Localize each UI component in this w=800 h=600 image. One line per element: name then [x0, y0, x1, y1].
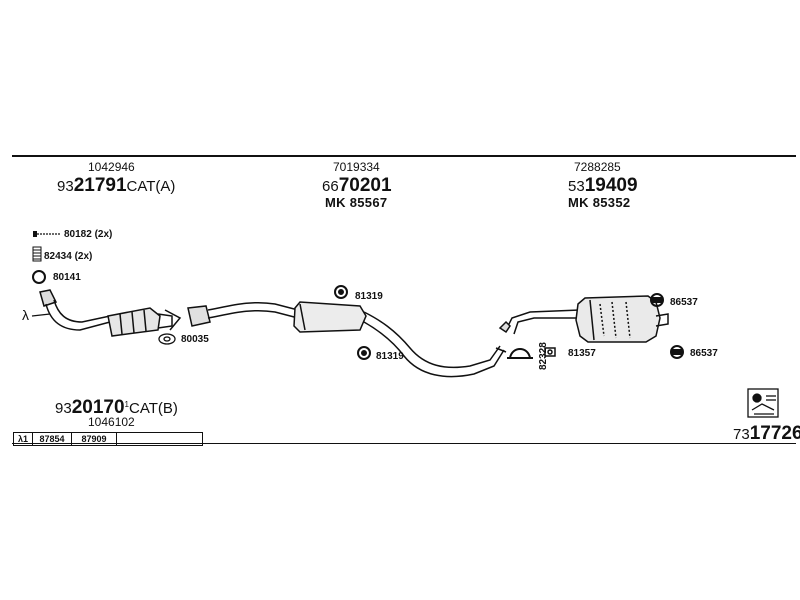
pipe-clamp-icon — [507, 348, 533, 359]
catalyst-b-prefix: 93 — [55, 400, 72, 417]
group1-prefix: 93 — [57, 178, 74, 195]
label-80141: 80141 — [53, 272, 81, 283]
group2-mk: MK 85567 — [325, 195, 388, 210]
group2-prefix: 66 — [322, 178, 339, 195]
group2-ref: 7019334 — [333, 160, 380, 174]
label-82328: 82328 — [538, 342, 549, 370]
label-81319-top: 81319 — [355, 291, 383, 302]
group1-suffix: CAT(A) — [126, 178, 176, 195]
top-rule — [12, 155, 796, 157]
table-cell-empty — [117, 433, 202, 445]
rubber-hanger-icon — [650, 293, 664, 307]
group1-main: 21791 — [73, 175, 127, 196]
rubber-hanger-icon — [357, 346, 371, 360]
catalyst-b-code: 93201701CAT(B) — [55, 397, 178, 419]
group3-code: 5319409 — [568, 175, 638, 197]
catalyst-b-suffix: CAT(B) — [128, 400, 178, 417]
rubber-hanger-icon — [670, 345, 684, 359]
label-82434: 82434 (2x) — [44, 251, 93, 262]
catalyst-b-ref: 1046102 — [88, 415, 135, 429]
front-pipe-catalyst — [39, 289, 182, 337]
system-main: 17726 — [749, 423, 800, 444]
rubber-hanger-icon — [334, 285, 348, 299]
group3-mk: MK 85352 — [568, 195, 631, 210]
catalyst-b-main: 20170 — [71, 397, 125, 418]
lambda-table: λ1 87854 87909 — [13, 432, 203, 446]
group3-main: 19409 — [584, 175, 638, 196]
system-prefix: 73 — [733, 426, 750, 443]
group1-code: 9321791CAT(A) — [57, 175, 175, 197]
gasket-ring-icon — [32, 270, 46, 284]
table-cell-87909: 87909 — [72, 433, 117, 445]
clamp-icon — [544, 347, 556, 357]
spring-icon — [32, 246, 42, 262]
rear-silencer — [498, 295, 669, 343]
group3-ref: 7288285 — [574, 160, 621, 174]
catalyst-b-superscript: 1 — [124, 400, 129, 409]
label-81357: 81357 — [568, 348, 596, 359]
group2-code: 6670201 — [322, 175, 392, 197]
bottom-rule — [12, 443, 796, 444]
table-cell-lambda: λ1 — [14, 433, 33, 445]
system-code: 7317726 — [733, 423, 800, 445]
flange-gasket-icon — [158, 333, 176, 345]
label-80182: 80182 (2x) — [64, 229, 113, 240]
table-cell-87854: 87854 — [33, 433, 72, 445]
label-86537-top: 86537 — [670, 297, 698, 308]
label-86537-bottom: 86537 — [690, 348, 718, 359]
middle-pipe-silencer — [187, 301, 507, 378]
group3-prefix: 53 — [568, 178, 585, 195]
label-81319-bottom: 81319 — [376, 351, 404, 362]
group2-main: 70201 — [338, 175, 392, 196]
bolt-icon — [33, 231, 60, 237]
group1-ref: 1042946 — [88, 160, 135, 174]
label-80035: 80035 — [181, 334, 209, 345]
vehicle-info-icon — [747, 388, 779, 418]
lambda-symbol: λ — [22, 307, 29, 323]
